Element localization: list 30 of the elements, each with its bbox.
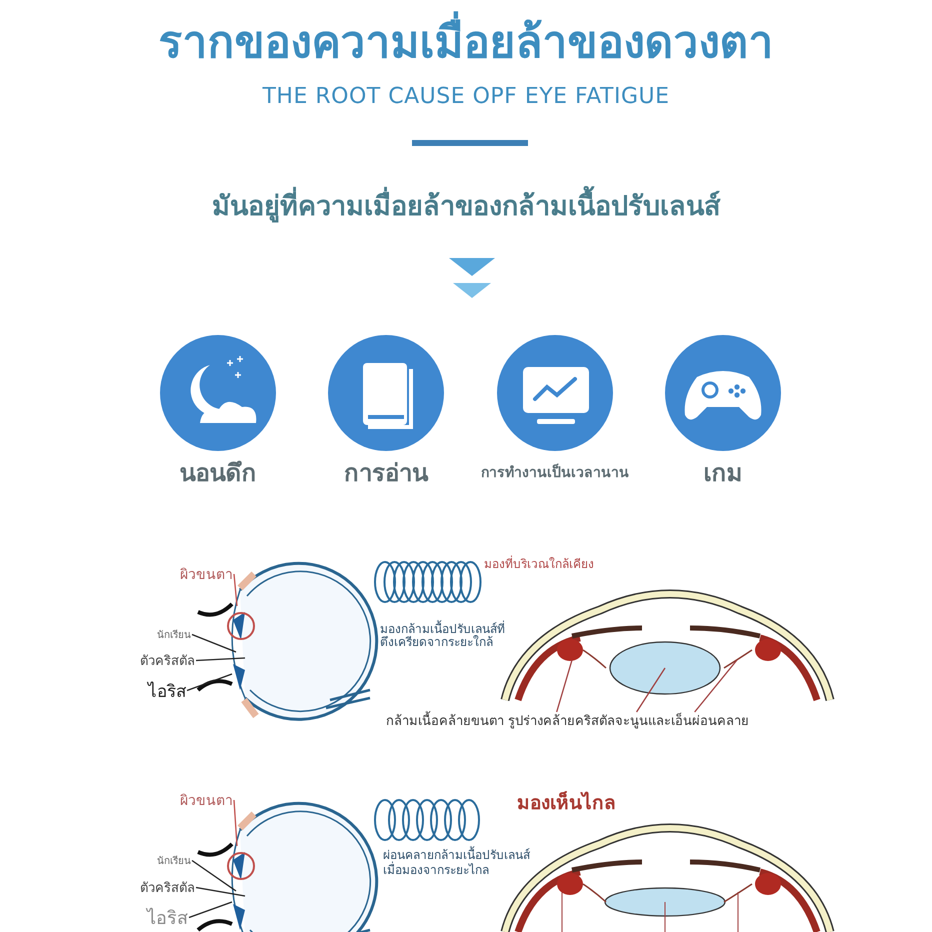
leader-line [196, 657, 246, 662]
caption-text: มองที่บริเวณใกล้เคียง [484, 554, 594, 573]
part-label: ไอริส [148, 677, 186, 704]
part-label: กล้ามเนื้อคล้ายขนตา รูปร่างคล้ายคริสตัลจะนูนและเอ็นผ่อนคลาย [386, 710, 750, 731]
part-label: ไอริส [147, 903, 188, 932]
part-label: ผิวขนตา [180, 789, 233, 811]
caption-text: มองเห็นไกล [517, 790, 616, 816]
icon-label: การอ่าน [343, 458, 430, 489]
icon-label: เกม [702, 458, 744, 489]
leader-line [556, 660, 573, 712]
leader-line [192, 634, 236, 653]
leader-line [233, 800, 238, 846]
note-text: ผ่อนคลายกล้ามเนื้อปรับเลนส์เมื่อมองจากระยะไกล [383, 848, 531, 878]
part-label: นักเรียน [157, 853, 191, 868]
leader-line [196, 886, 246, 897]
title: รากของความเมื่อยล้าของดวงตา [0, 6, 932, 76]
leader-line [192, 860, 236, 892]
leader-line [233, 574, 238, 606]
leader-line [186, 673, 232, 692]
part-label: ตัวคริสตัล [140, 877, 195, 898]
subheading: มันอยู่ที่ความเมื่อยล้าของกล้ามเนื้อปรับเลนส์ [0, 184, 932, 227]
subtitle: THE ROOT CAUSE OPF EYE FATIGUE [261, 84, 670, 109]
leader-line [188, 901, 232, 918]
part-label: ผิวขนตา [180, 563, 233, 585]
icon-label: นอนดึก [178, 458, 258, 489]
part-label: นักเรียน [157, 627, 191, 642]
leader-line [694, 660, 738, 712]
part-label: ตัวคริสตัล [140, 650, 195, 671]
icon-label: การทำงานเป็นเวลานาน [480, 462, 630, 483]
leader-line [636, 668, 666, 712]
